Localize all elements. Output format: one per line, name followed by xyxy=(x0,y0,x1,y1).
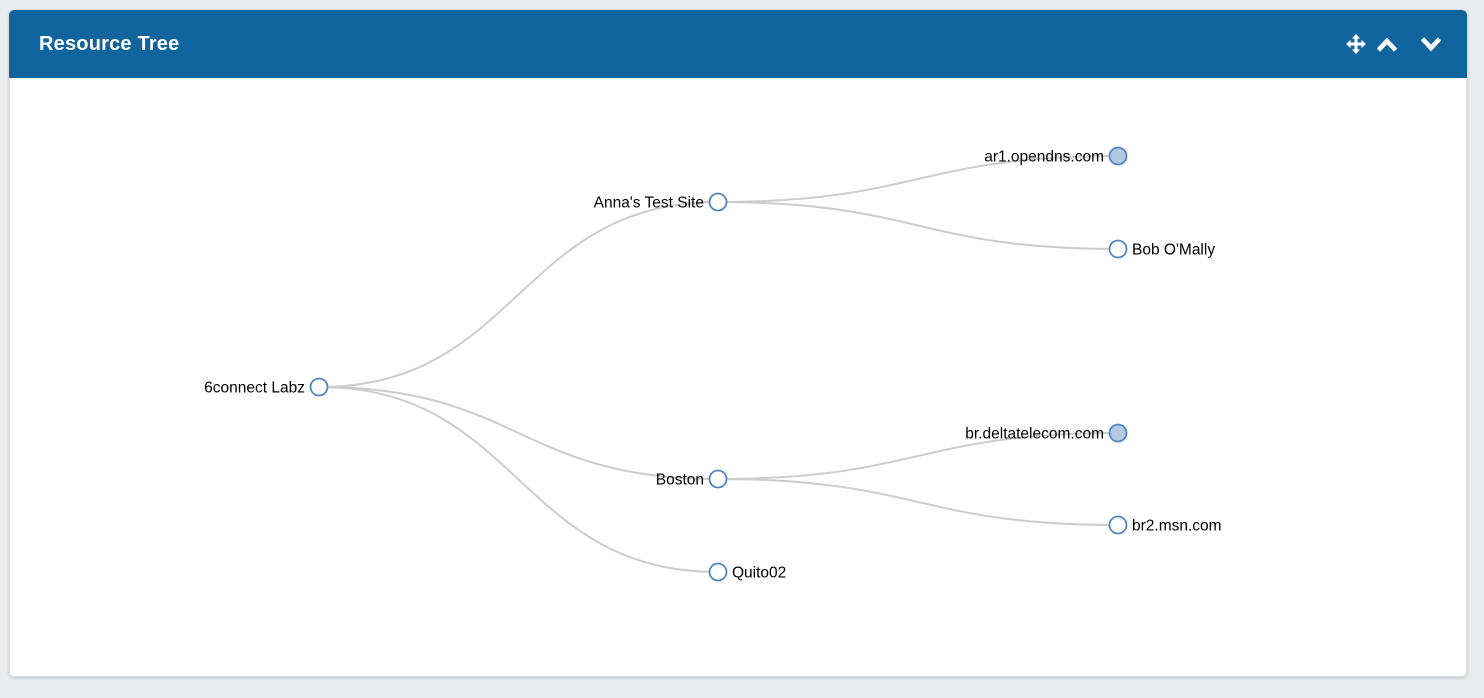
tree-node-group-anna: Anna's Test Site xyxy=(594,192,728,212)
tree-link-anna-bob xyxy=(717,201,1119,250)
tree-link-root-boston xyxy=(318,386,719,480)
tree-node-group-bob: Bob O'Mally xyxy=(1108,239,1215,259)
tree-node-group-ar1: ar1.opendns.com xyxy=(984,146,1128,166)
chevron-up-icon[interactable] xyxy=(1377,37,1397,52)
tree-node-group-br2: br2.msn.com xyxy=(1108,515,1222,535)
resource-tree-canvas[interactable]: 6connect Labz Anna's Test SiteBostonQuito… xyxy=(10,78,1466,675)
tree-node-brdelta[interactable] xyxy=(1108,423,1128,443)
move-icon[interactable] xyxy=(1346,34,1366,54)
tree-link-root-quito xyxy=(318,386,719,573)
tree-node-anna[interactable] xyxy=(708,192,728,212)
chevron-down-icon[interactable] xyxy=(1421,36,1441,52)
tree-link-boston-br2 xyxy=(717,478,1119,526)
tree-node-label-quito: Quito02 xyxy=(732,565,786,582)
tree-node-label-boston: Boston xyxy=(656,472,704,489)
tree-node-group-quito: Quito02 xyxy=(708,562,786,582)
tree-node-root[interactable] xyxy=(309,377,329,397)
tree-node-quito[interactable] xyxy=(708,562,728,582)
tree-node-group-root: 6connect Labz xyxy=(204,377,329,397)
tree-node-label-root: 6connect Labz xyxy=(204,380,305,397)
tree-node-label-ar1: ar1.opendns.com xyxy=(984,149,1104,166)
tree-node-label-br2: br2.msn.com xyxy=(1132,518,1222,535)
tree-node-br2[interactable] xyxy=(1108,515,1128,535)
tree-node-ar1[interactable] xyxy=(1108,146,1128,166)
tree-node-boston[interactable] xyxy=(708,469,728,489)
tree-node-group-boston: Boston xyxy=(656,469,728,489)
tree-link-anna-ar1 xyxy=(717,155,1119,203)
tree-link-root-anna xyxy=(318,201,719,388)
panel-title: Resource Tree xyxy=(39,32,180,55)
tree-node-label-anna: Anna's Test Site xyxy=(594,195,704,212)
tree-node-group-brdelta: br.deltatelecom.com xyxy=(965,423,1128,443)
tree-node-label-brdelta: br.deltatelecom.com xyxy=(965,426,1104,443)
tree-node-bob[interactable] xyxy=(1108,239,1128,259)
resource-tree-panel: Resource Tree xyxy=(9,10,1467,677)
panel-actions xyxy=(1346,34,1441,54)
tree-node-label-bob: Bob O'Mally xyxy=(1132,242,1215,259)
panel-header: Resource Tree xyxy=(9,10,1467,78)
tree-link-boston-brdelta xyxy=(717,432,1119,480)
